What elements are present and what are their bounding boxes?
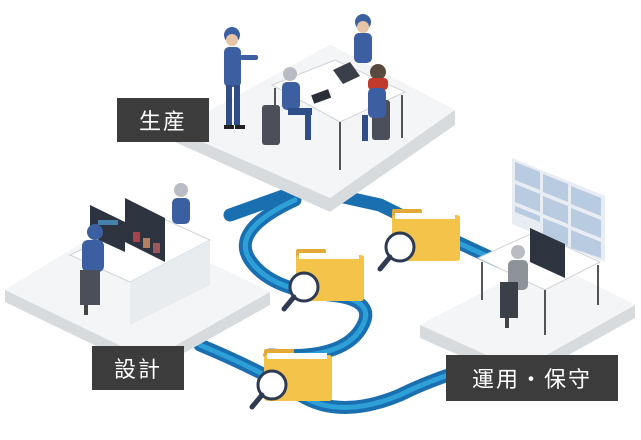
worker-icon — [500, 245, 528, 328]
tablet-icon — [311, 89, 332, 104]
worker-icon — [80, 224, 104, 315]
operations-area — [420, 158, 635, 382]
design-label: 設計 — [92, 346, 184, 390]
worker-icon — [282, 67, 312, 140]
laptop-icon — [333, 62, 360, 84]
design-area — [5, 183, 270, 372]
worker-icon — [362, 64, 388, 141]
monitor-icon — [90, 205, 125, 252]
monitor-icon — [530, 228, 565, 278]
worker-icon — [224, 27, 258, 129]
worker-icon — [354, 14, 372, 63]
production-area — [175, 14, 455, 212]
operations-maintenance-label: 運用・保守 — [446, 355, 618, 401]
pipe-design-ops-light — [197, 342, 473, 410]
chair — [262, 105, 280, 145]
pipe-production-design — [223, 183, 307, 222]
folder-search-icon — [377, 209, 460, 272]
worker-icon — [172, 183, 190, 224]
folder-search-icon — [249, 349, 332, 410]
video-wall-icon — [512, 158, 605, 262]
production-label: 生産 — [117, 98, 209, 142]
folder-search-icon — [281, 249, 364, 312]
